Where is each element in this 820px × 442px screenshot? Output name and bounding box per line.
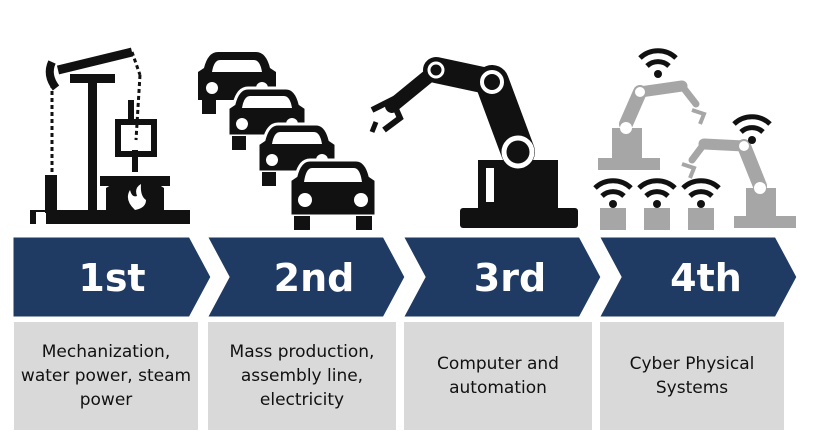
wifi-icon [732, 114, 772, 144]
stage-3-label: 3rd [474, 256, 546, 300]
assembly-line-cars-icon [198, 52, 378, 230]
package-block [644, 208, 670, 230]
caption-line: power [79, 390, 133, 410]
stage-3-caption: Computer and automation [404, 322, 592, 430]
wifi-icon [638, 48, 678, 78]
wireless-robots-icon [593, 48, 796, 230]
stage-2-label: 2nd [274, 256, 355, 300]
stage-1-caption: Mechanization, water power, steam power [14, 322, 198, 430]
wifi-icon [637, 178, 677, 208]
caption-line: Systems [655, 378, 729, 398]
caption-line: automation [449, 378, 547, 398]
package-block [688, 208, 714, 230]
caption-line: Cyber Physical [629, 354, 755, 374]
oil-pump-steam-engine-icon [30, 47, 190, 224]
stage-4-caption: Cyber Physical Systems [600, 322, 784, 430]
caption-line: Mass production, [229, 342, 375, 362]
chevron-segment-4 [595, 234, 800, 320]
chevron-segment-3 [399, 234, 604, 320]
caption-line: water power, steam [20, 366, 192, 386]
caption-line: Mechanization, [41, 342, 171, 362]
caption-line: assembly line, [240, 366, 364, 386]
stage-4-label: 4th [670, 256, 742, 300]
car-icon [288, 158, 378, 230]
chevron-segment-1 [10, 234, 214, 320]
chevron-segment-2 [203, 234, 408, 320]
robot-gray-icon [681, 138, 796, 228]
timeline-banner: 1st 2nd 3rd 4th [10, 234, 800, 320]
caption-line: Computer and [437, 354, 559, 374]
caption-line: electricity [259, 390, 345, 410]
stage-1-label: 1st [78, 256, 145, 300]
robot-arm-icon [369, 57, 578, 228]
wifi-icon [681, 178, 721, 208]
stage-2-caption: Mass production, assembly line, electric… [208, 322, 396, 430]
package-block [600, 208, 626, 230]
wifi-icon [593, 178, 633, 208]
robot-gray-icon [598, 80, 707, 170]
